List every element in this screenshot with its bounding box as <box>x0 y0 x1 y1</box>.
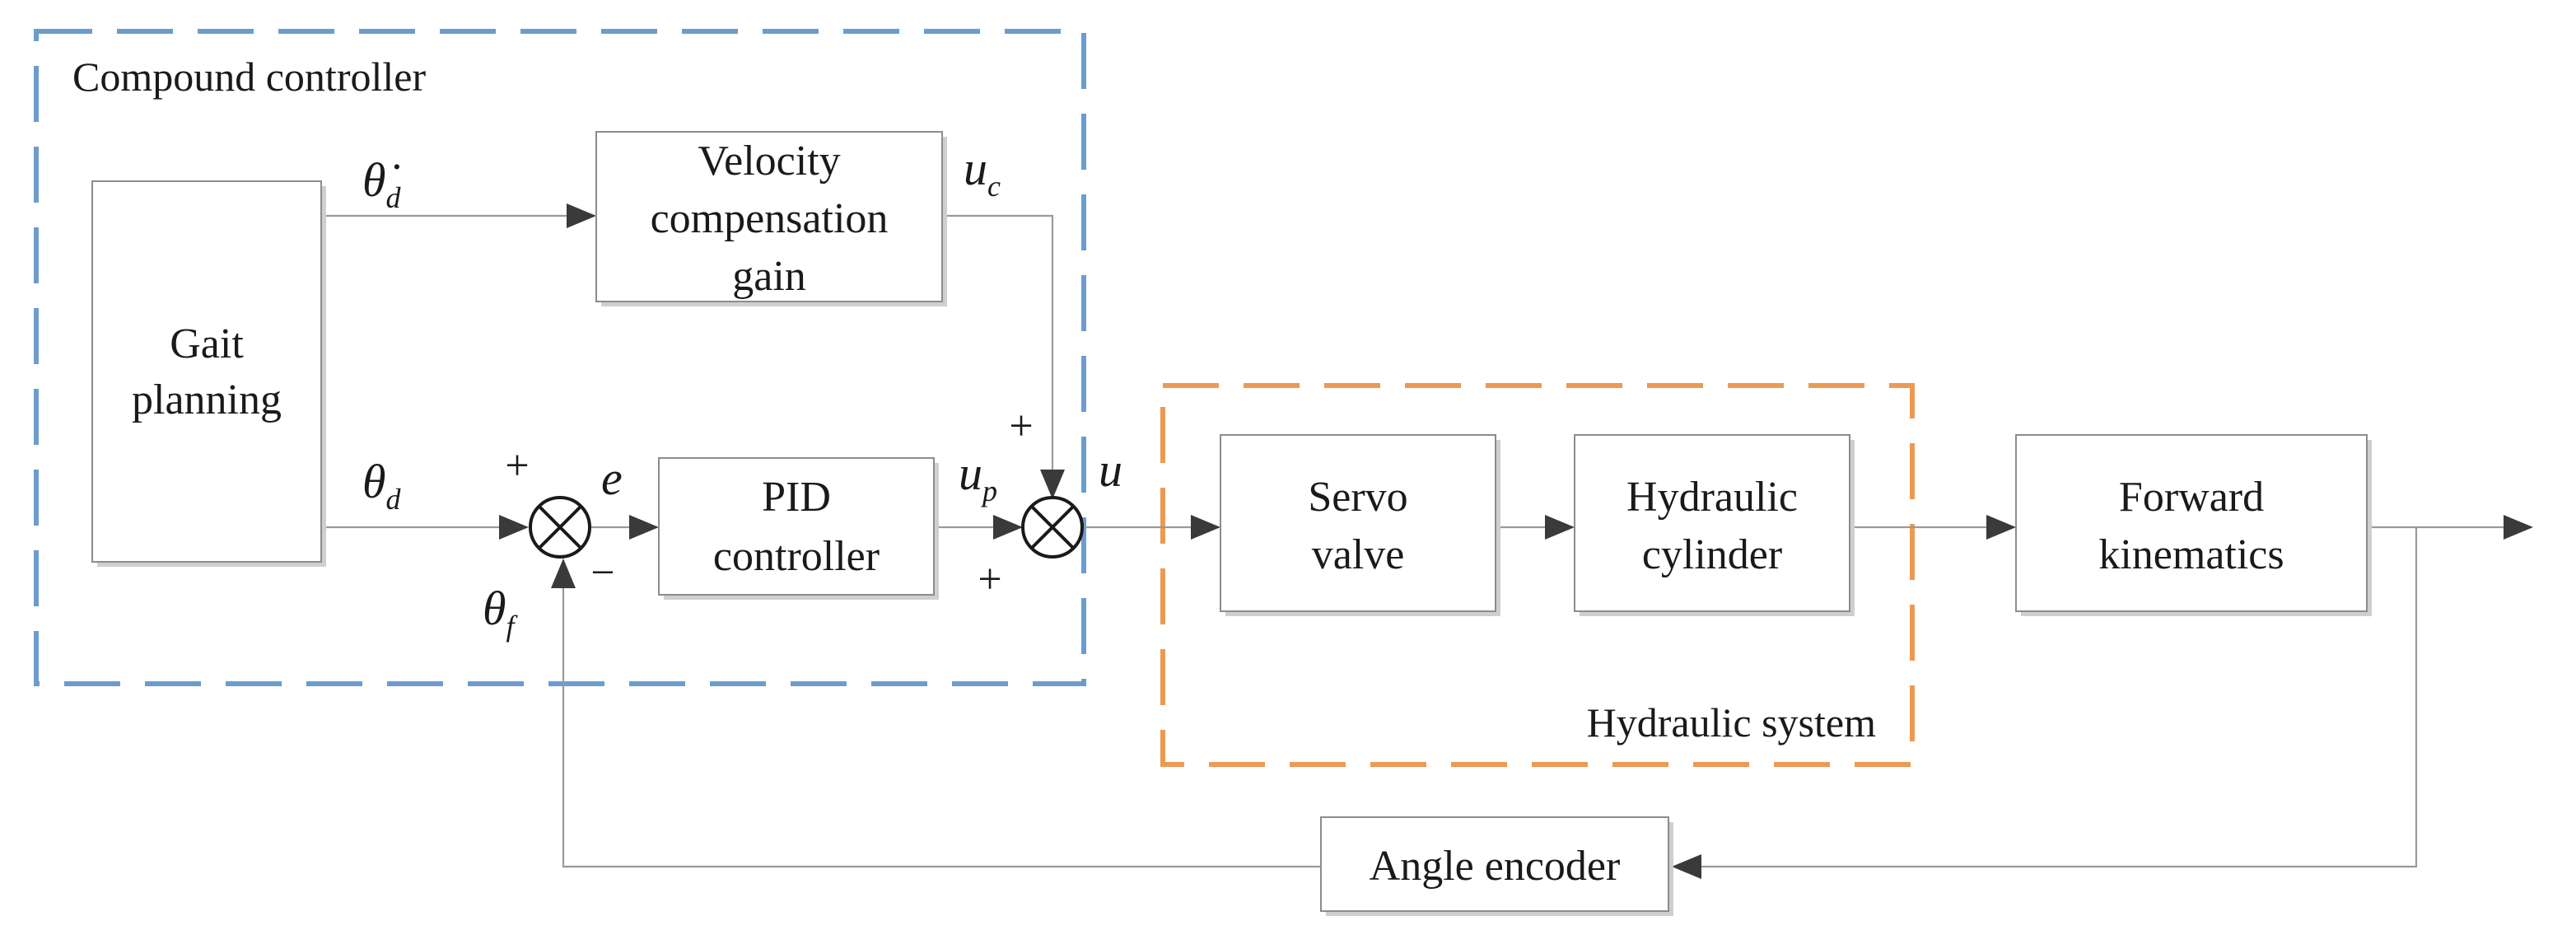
signal-label-theta-d-dot: θ̇d <box>362 153 402 214</box>
svg-text:θ̇d: θ̇d <box>362 153 402 214</box>
compound-controller-border <box>34 29 1086 686</box>
hydraulic-cylinder-line-1: Hydraulic <box>1626 474 1798 521</box>
hydraulic-cylinder-line-2: cylinder <box>1642 531 1782 578</box>
gait-planning-block: Gait planning <box>91 180 326 567</box>
svg-text:u: u <box>1099 443 1122 497</box>
signal-label-u: u <box>1099 443 1122 497</box>
svg-text:θf: θf <box>483 582 519 643</box>
velocity-gain-line-1: Velocity <box>698 138 840 185</box>
compound-controller-label: Compound controller <box>72 54 426 100</box>
sum2-top-plus-sign: + <box>1009 403 1033 450</box>
signal-label-u-c: uc <box>964 142 1001 203</box>
svg-text:e: e <box>601 451 623 505</box>
servo-valve-line-2: valve <box>1312 531 1405 578</box>
servo-valve-line-1: Servo <box>1308 474 1407 521</box>
forward-kinematics-block: Forward kinematics <box>2015 434 2372 616</box>
signal-label-theta-d: θd <box>362 455 402 516</box>
summing-junction-error <box>529 496 591 559</box>
summing-junction-output <box>1021 496 1084 559</box>
svg-text:up: up <box>959 446 997 507</box>
hydraulic-system-label: Hydraulic system <box>1587 699 1876 746</box>
hydraulic-cylinder-block: Hydraulic cylinder <box>1574 434 1855 616</box>
pid-line-2: controller <box>713 533 880 580</box>
servo-valve-block: Servo valve <box>1220 434 1500 616</box>
forward-kinematics-line-1: Forward <box>2119 474 2264 521</box>
pid-controller-block: PID controller <box>658 457 939 600</box>
velocity-compensation-gain-block: Velocity compensation gain <box>595 131 947 306</box>
sum1-plus-sign: + <box>505 442 529 489</box>
velocity-gain-line-3: gain <box>732 253 806 300</box>
angle-encoder-label: Angle encoder <box>1370 843 1621 890</box>
forward-kinematics-line-2: kinematics <box>2098 531 2284 578</box>
signal-label-theta-f: θf <box>483 582 519 643</box>
gait-planning-line-1: Gait <box>170 320 244 367</box>
velocity-gain-line-2: compensation <box>651 195 889 242</box>
hydraulic-system-border <box>1160 383 1915 767</box>
svg-text:θd: θd <box>362 455 402 516</box>
signal-label-e: e <box>601 451 623 505</box>
pid-line-1: PID <box>762 474 831 521</box>
sum2-bottom-plus-sign: + <box>978 556 1001 603</box>
sum1-minus-sign: − <box>590 549 614 596</box>
signal-wires <box>326 203 2533 879</box>
gait-planning-line-2: planning <box>132 376 282 423</box>
svg-text:uc: uc <box>964 142 1001 203</box>
angle-encoder-block: Angle encoder <box>1320 816 1673 916</box>
signal-label-u-p: up <box>959 446 997 507</box>
